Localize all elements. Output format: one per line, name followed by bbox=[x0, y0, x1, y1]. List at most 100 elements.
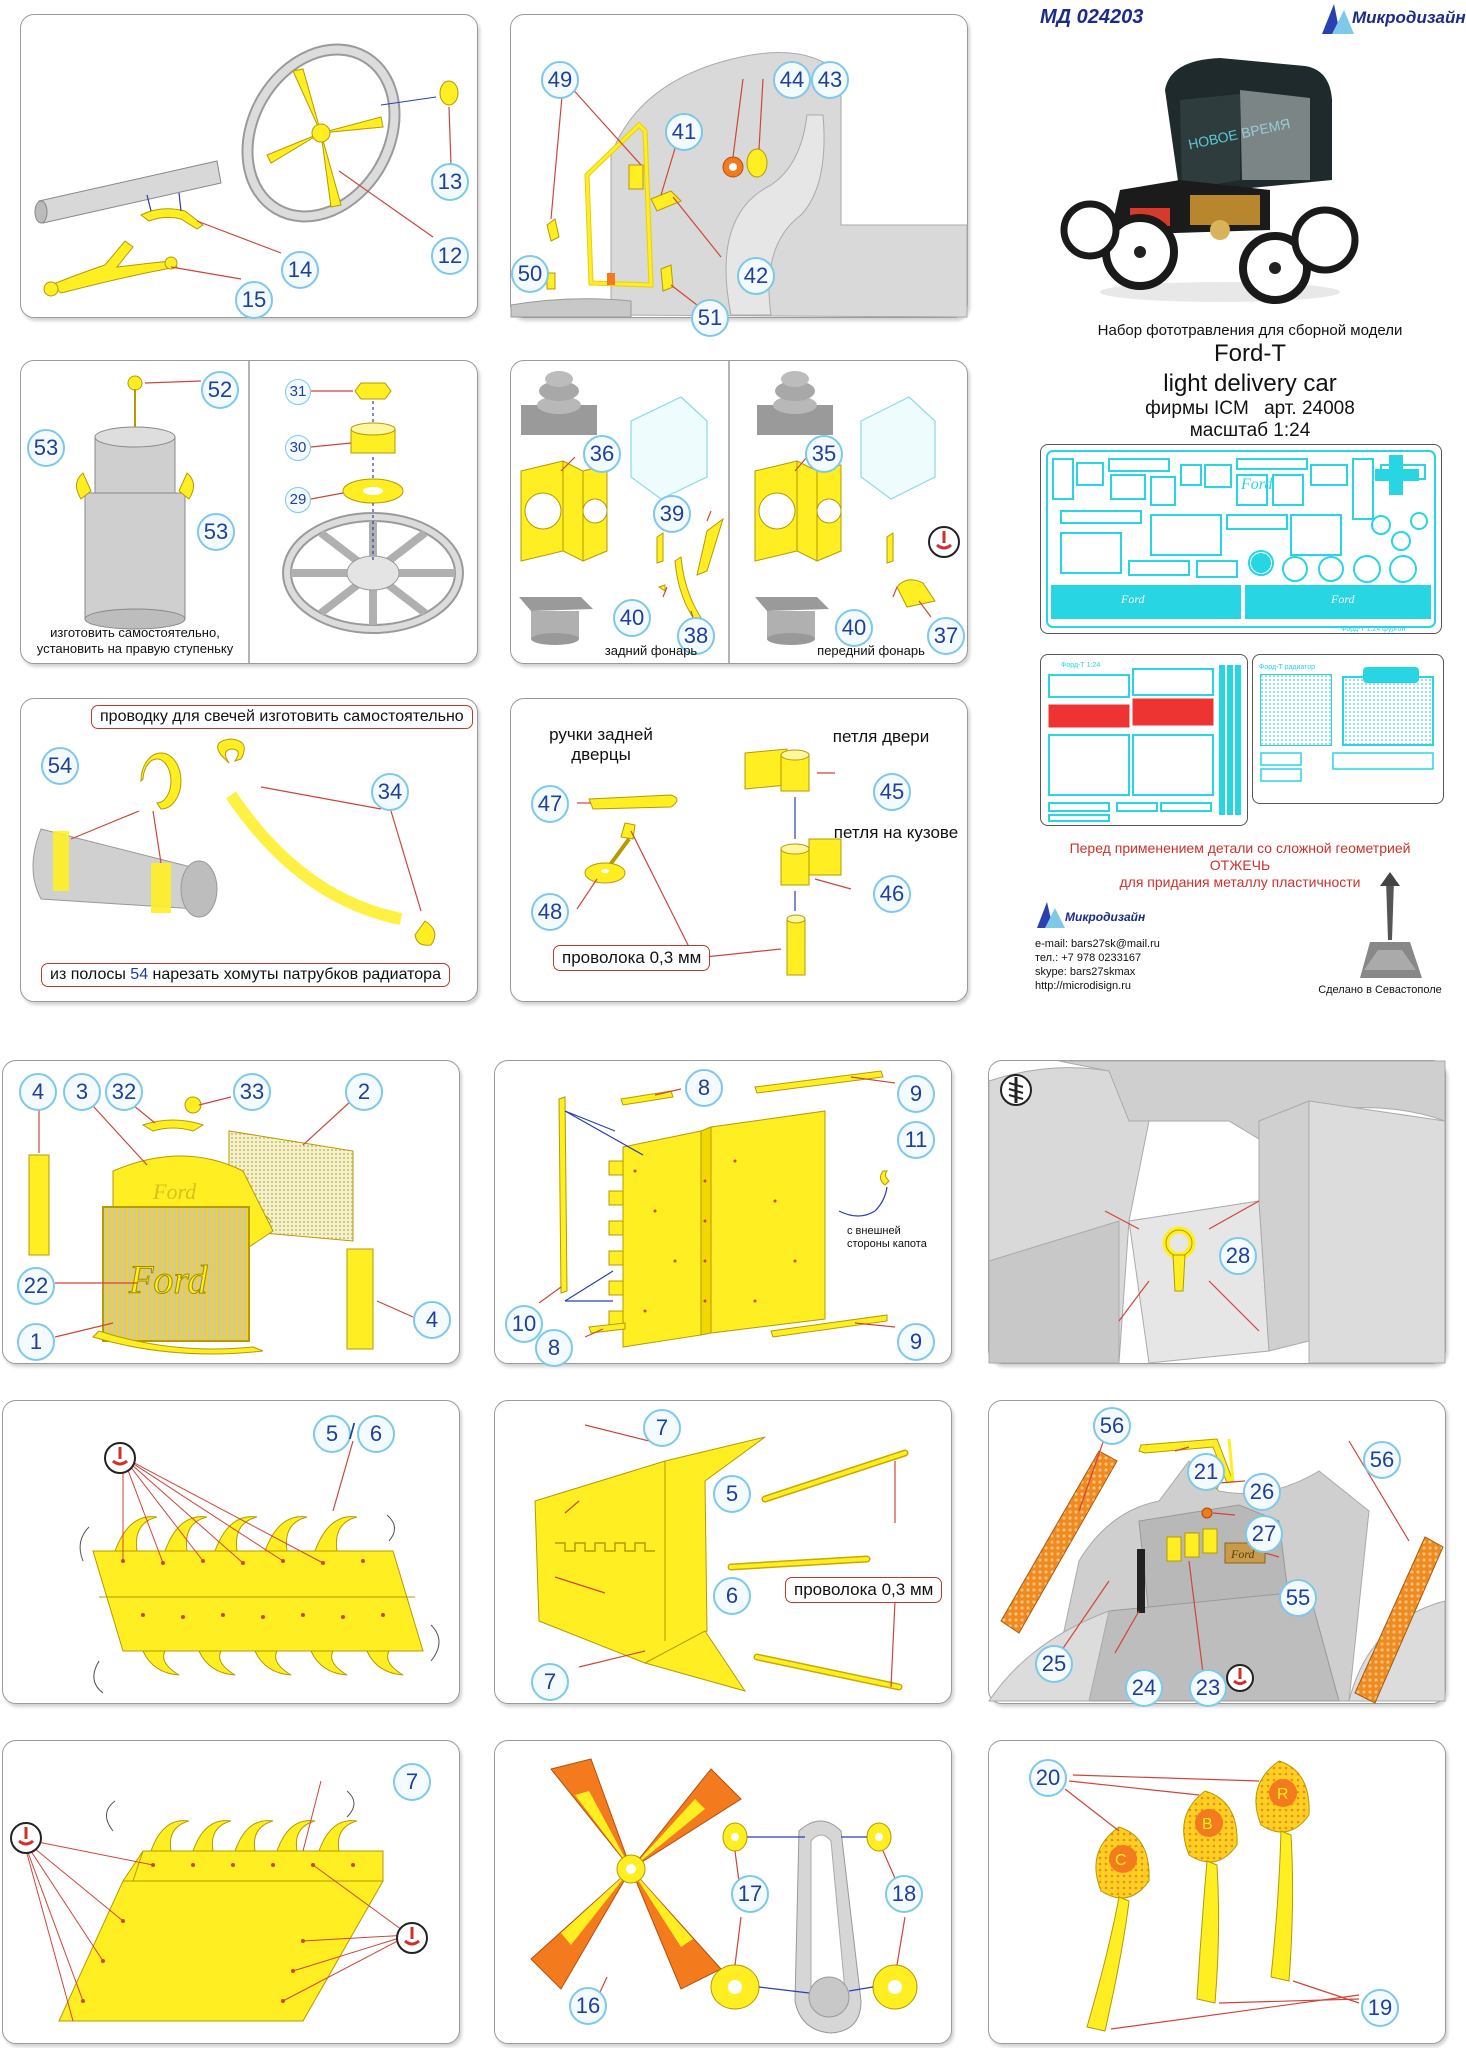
callout-42: 42 bbox=[737, 257, 775, 295]
callout-15: 15 bbox=[235, 281, 273, 319]
callout-26: 26 bbox=[1243, 1473, 1281, 1511]
callout-22: 22 bbox=[17, 1267, 55, 1305]
callout-48: 48 bbox=[531, 893, 569, 931]
kit-subtitle: Набор фототравления для сборной модели bbox=[1097, 322, 1403, 339]
kit-model: Ford-T bbox=[1214, 340, 1286, 367]
callout-16: 16 bbox=[569, 1987, 607, 2025]
panel-hood-sides: 7 5 6 7 проволока 0,3 мм bbox=[494, 1400, 952, 1704]
callout-32: 32 bbox=[105, 1073, 143, 1111]
callout-1: 1 bbox=[17, 1323, 55, 1361]
contacts-phone: тел.: +7 978 0233167 bbox=[1035, 952, 1142, 964]
plug-wiring-note: проводку для свечей изготовить самостоят… bbox=[91, 705, 473, 729]
callout-38: 38 bbox=[677, 617, 715, 655]
callout-56b: 56 bbox=[1363, 1441, 1401, 1479]
callout-29: 29 bbox=[285, 487, 311, 513]
panel-door-hinges: ручки задней дверцы петля двери петля на… bbox=[510, 698, 968, 1002]
callout-8b: 8 bbox=[535, 1329, 573, 1367]
made-in: Сделано в Севастополе bbox=[1318, 984, 1442, 996]
dash-ford-plate: Ford bbox=[1230, 1547, 1256, 1561]
kit-scale: масштаб 1:24 bbox=[1189, 420, 1311, 441]
callout-55: 55 bbox=[1279, 1579, 1317, 1617]
kit-maker-name: фирмы ICM bbox=[1145, 398, 1249, 419]
panel-hood: 8 9 11 10 8 9 с внешней стороны капота bbox=[494, 1060, 952, 1367]
callout-41: 41 bbox=[665, 113, 703, 151]
callout-35: 35 bbox=[805, 435, 843, 473]
sevastopol-monument-icon bbox=[1360, 872, 1422, 978]
anneal-warning-icon bbox=[104, 1442, 136, 1474]
fret-label-1: Форд-Т 1:24 bbox=[1061, 662, 1100, 669]
fret-ford-logo-3: Ford bbox=[1330, 592, 1356, 606]
callout-25: 25 bbox=[1035, 1645, 1073, 1683]
drill-warning-icon bbox=[1000, 1074, 1032, 1106]
pedal-letter-b: B bbox=[1202, 1816, 1213, 1833]
panel-tank-wheel: 52 53 53 31 30 29 изготовить самостоятел… bbox=[20, 360, 478, 664]
callout-50: 50 bbox=[511, 255, 549, 293]
pedal-letter-r: R bbox=[1277, 1786, 1289, 1803]
callout-54: 54 bbox=[41, 747, 79, 785]
rear-lamp-label: задний фонарь bbox=[604, 643, 698, 658]
callout-12: 12 bbox=[431, 237, 469, 275]
callout-7c: 7 bbox=[393, 1763, 431, 1801]
kit-article: арт. 24008 bbox=[1264, 398, 1355, 419]
panel-lamps: 36 39 40 38 35 40 37 задний фонарь перед… bbox=[510, 360, 968, 664]
callout-23: 23 bbox=[1189, 1669, 1227, 1707]
fret-sheet-second: Форд-Т 1:24 bbox=[1040, 654, 1248, 826]
microdesign-logo-icon bbox=[1322, 4, 1354, 34]
clamps-note-b: нарезать хомуты патрубков радиатора bbox=[148, 966, 441, 983]
microdesign-logo-icon bbox=[1037, 902, 1065, 928]
callout-20: 20 bbox=[1029, 1759, 1067, 1797]
anneal-warning-icon bbox=[396, 1922, 428, 1954]
callout-9b: 9 bbox=[897, 1323, 935, 1361]
clamps-note-a: из полосы bbox=[50, 966, 131, 983]
door-hinge-label: петля двери bbox=[832, 727, 930, 746]
callout-7: 7 bbox=[643, 1409, 681, 1447]
callout-39: 39 bbox=[653, 495, 691, 533]
panel-cab-interior: Ford 56 21 26 56 27 55 25 24 23 bbox=[988, 1400, 1446, 1707]
contacts-email: e-mail: bars27sk@mail.ru bbox=[1035, 938, 1160, 950]
callout-40: 40 bbox=[613, 599, 651, 637]
kit-model-line2: light delivery car bbox=[1163, 370, 1337, 397]
fret-sheet-radiator-art: Форд-Т радиатор bbox=[1259, 664, 1434, 782]
callout-3: 3 bbox=[63, 1073, 101, 1111]
callout-43: 43 bbox=[811, 61, 849, 99]
p6-wire-note: проволока 0,3 мм bbox=[553, 945, 711, 971]
callout-40b: 40 bbox=[835, 609, 873, 647]
fret-sheet-main: Ford Ford Ford Форд-Т 1:24 фургон bbox=[1040, 444, 1442, 634]
panel-steering-wheel: 13 12 14 15 bbox=[20, 14, 478, 319]
callout-21: 21 bbox=[1187, 1453, 1225, 1491]
contacts-brand: Микродизайн bbox=[1065, 910, 1146, 924]
callout-24: 24 bbox=[1125, 1669, 1163, 1707]
anneal-warning-icon bbox=[1226, 1664, 1254, 1692]
callout-53b: 53 bbox=[197, 513, 235, 551]
callout-19: 19 bbox=[1361, 1989, 1399, 2027]
panel-windshield: 49 44 43 41 42 50 51 bbox=[510, 14, 968, 337]
radiator-clamps-note: из полосы 54 нарезать хомуты патрубков р… bbox=[41, 963, 450, 987]
panel-pedals: C B R 20 19 bbox=[988, 1740, 1446, 2044]
anneal-warning: Перед применением детали со сложной геом… bbox=[1040, 840, 1440, 891]
callout-4b: 4 bbox=[413, 1301, 451, 1339]
p3-caption: изготовить самостоятельно, установить на… bbox=[36, 625, 234, 656]
fret-ford-logo: Ford bbox=[1240, 476, 1273, 493]
body-hinge-label: петля на кузове bbox=[833, 823, 959, 842]
fret-sheet-radiator: Форд-Т радиатор bbox=[1252, 654, 1444, 804]
callout-44: 44 bbox=[773, 61, 811, 99]
anneal-warning-icon bbox=[928, 526, 960, 558]
callout-8: 8 bbox=[685, 1069, 723, 1107]
callout-47: 47 bbox=[531, 785, 569, 823]
callout-34: 34 bbox=[371, 773, 409, 811]
product-code: МД 024203 bbox=[1040, 6, 1144, 28]
callout-17: 17 bbox=[731, 1875, 769, 1913]
callout-37: 37 bbox=[927, 617, 965, 655]
callout-56: 56 bbox=[1093, 1407, 1131, 1445]
callout-9: 9 bbox=[897, 1075, 935, 1113]
anneal-warning-line1: Перед применением детали со сложной геом… bbox=[1069, 840, 1411, 856]
fret-label-3: Форд-Т радиатор bbox=[1259, 664, 1315, 671]
panel-radiator: Ford Ford 4 3 32 33 2 22 4 1 bbox=[2, 1060, 460, 1364]
callout-52: 52 bbox=[201, 371, 239, 409]
truck-photo: НОВОЕ ВРЕМЯ bbox=[1060, 58, 1359, 304]
contacts-block: Микродизайн e-mail: bars27sk@mail.ru тел… bbox=[1035, 900, 1235, 1000]
pedal-letter-c: C bbox=[1115, 1852, 1127, 1869]
radiator-ford-script: Ford bbox=[128, 1257, 209, 1302]
anneal-warning-icon bbox=[10, 1822, 42, 1854]
callout-49: 49 bbox=[541, 61, 579, 99]
